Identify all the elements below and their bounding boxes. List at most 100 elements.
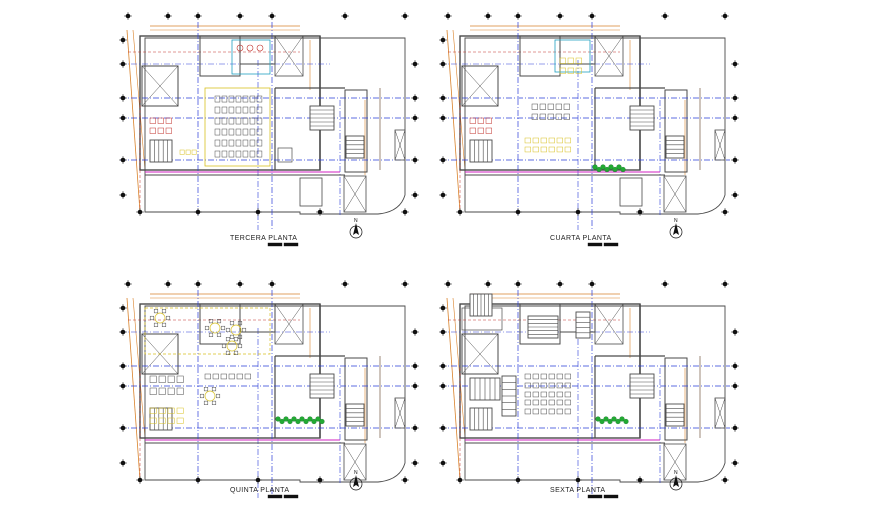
scale-bar <box>587 494 603 499</box>
grid-marker-icon <box>439 459 447 467</box>
furniture-icon <box>469 117 492 134</box>
grid-marker-icon <box>254 208 262 216</box>
shaft-diagonal <box>714 397 726 429</box>
north-arrow-icon: N <box>669 470 683 491</box>
chair <box>161 309 167 314</box>
seat <box>228 150 235 158</box>
plant-shrub <box>303 418 309 425</box>
chair <box>211 400 217 405</box>
grid-marker-icon <box>194 476 202 484</box>
chair <box>215 393 221 399</box>
chair <box>204 325 210 331</box>
seat <box>214 117 221 125</box>
chair <box>216 332 222 337</box>
grid-marker-icon <box>444 12 452 20</box>
site-boundary <box>144 305 406 483</box>
seat <box>176 407 184 414</box>
dimension-line <box>446 29 461 213</box>
seat <box>564 399 571 406</box>
fixture <box>246 44 254 52</box>
dimension-line <box>446 297 461 481</box>
shaft-cross <box>343 175 367 213</box>
stair-outline <box>345 135 365 159</box>
stair-icon <box>309 373 335 399</box>
scale-bar <box>587 242 603 247</box>
grid-marker-icon <box>341 12 349 20</box>
north-pointer <box>353 475 359 487</box>
seat <box>221 106 228 114</box>
seat <box>157 117 164 124</box>
seat <box>228 117 235 125</box>
shaft-diagonal <box>663 175 687 213</box>
grid-marker-icon <box>411 328 419 336</box>
seat <box>212 373 219 380</box>
grid-marker-icon <box>411 191 419 199</box>
grid-marker-icon <box>119 362 127 370</box>
seat <box>249 139 256 147</box>
stair-icon <box>469 293 493 317</box>
grid-marker-icon <box>268 12 276 20</box>
seat <box>167 387 175 395</box>
shaft-diagonal <box>274 35 304 77</box>
north-label: N <box>674 218 678 224</box>
seat <box>540 399 547 406</box>
seat <box>485 117 492 124</box>
chair <box>149 315 155 321</box>
office-zone <box>554 39 591 73</box>
seat <box>149 407 157 414</box>
void-diagonal <box>141 65 179 107</box>
grid-marker-icon <box>484 12 492 20</box>
grid-marker-icon <box>194 208 202 216</box>
stair-outline <box>149 407 173 431</box>
stair-icon <box>345 403 365 427</box>
plant-shrub <box>619 416 625 422</box>
grid-marker-icon <box>401 476 409 484</box>
seat <box>524 408 531 415</box>
desk <box>277 147 293 163</box>
north-arrow-icon: N <box>669 218 683 239</box>
seat <box>228 95 235 103</box>
seat <box>524 146 531 153</box>
seat <box>524 373 531 380</box>
seat <box>532 399 539 406</box>
plant-shrub <box>616 164 622 170</box>
seat <box>563 103 570 110</box>
shaft-diagonal <box>663 443 687 481</box>
north-pointer <box>353 223 359 235</box>
plant-shrub <box>291 416 297 422</box>
grid-marker-icon <box>574 476 582 484</box>
furniture-icon <box>524 137 571 153</box>
seat <box>221 139 228 147</box>
planter-box <box>619 177 643 207</box>
furniture-icon <box>225 321 247 339</box>
plant-shrub <box>283 416 289 422</box>
seat <box>532 146 539 153</box>
seat <box>149 127 156 134</box>
north-label: N <box>674 470 678 476</box>
seat <box>469 127 476 134</box>
seat <box>559 67 566 74</box>
grid-marker-icon <box>401 280 409 288</box>
grid-marker-icon <box>731 328 739 336</box>
plan-drawing: N <box>439 12 739 247</box>
seat <box>540 373 547 380</box>
shaft-cross <box>714 397 726 429</box>
seat <box>548 373 555 380</box>
stair-icon <box>309 105 335 131</box>
seat <box>249 106 256 114</box>
plant-shrub <box>279 418 285 425</box>
stair-icon <box>149 139 173 163</box>
void-diagonal <box>461 333 499 375</box>
grid-marker-icon <box>514 208 522 216</box>
seat <box>532 408 539 415</box>
seat <box>540 146 547 153</box>
chair <box>208 319 214 324</box>
seat <box>157 127 164 134</box>
chair <box>237 321 243 326</box>
plan-title: SEXTA PLANTA <box>550 487 606 494</box>
grid-marker-icon <box>484 280 492 288</box>
grid-marker-icon <box>514 280 522 288</box>
grid-marker-icon <box>194 280 202 288</box>
stair-icon <box>665 135 685 159</box>
seat <box>235 139 242 147</box>
